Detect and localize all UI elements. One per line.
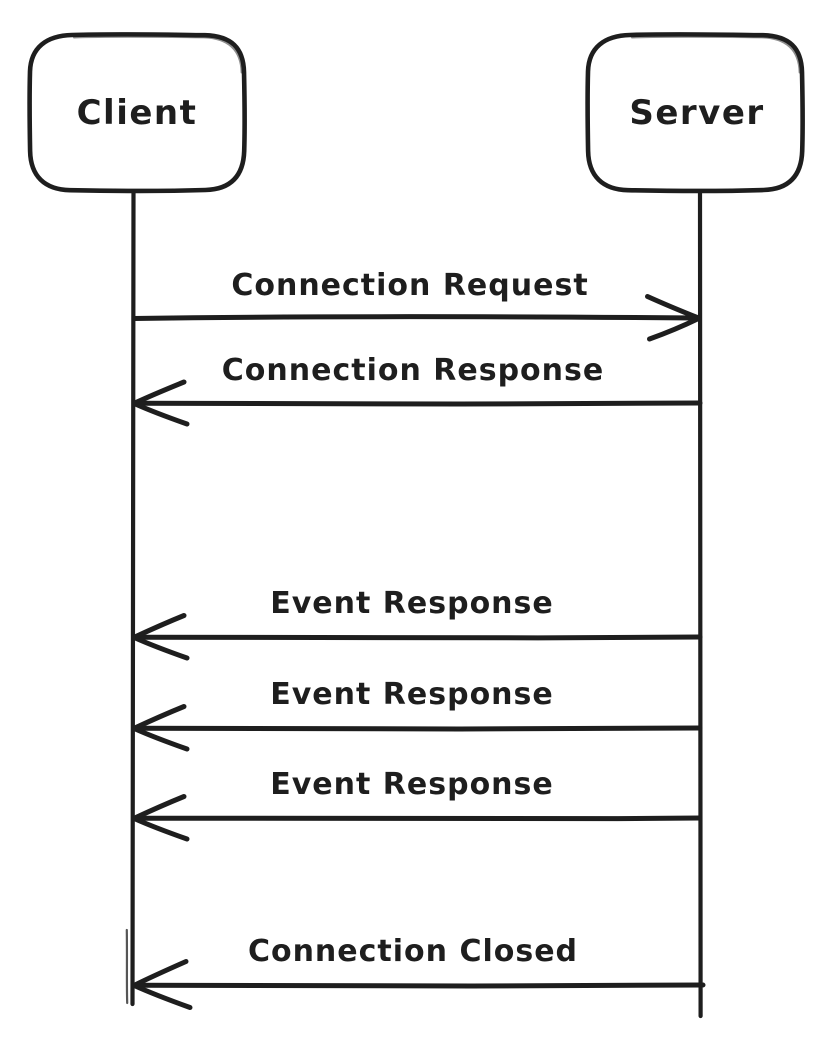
actor-box-server-outline (585, 31, 805, 194)
arrowhead-left-icon (132, 959, 189, 988)
arrowhead-left-icon (132, 379, 187, 406)
message-label: Event Response (270, 767, 554, 802)
message-connection-request (131, 294, 701, 342)
message-line (133, 815, 703, 822)
message-line (133, 725, 703, 732)
arrowhead-left-icon (132, 983, 193, 1010)
arrowhead-right-icon (645, 294, 701, 321)
lifeline-client (125, 186, 136, 1007)
arrowhead-left-icon (132, 613, 187, 640)
message-line (133, 400, 703, 407)
actor-box-server (585, 31, 805, 194)
message-label: Connection Response (222, 353, 604, 388)
message-line (131, 314, 700, 321)
message-event-response-1 (132, 613, 703, 661)
actor-box-server-rough-stroke (631, 35, 801, 74)
actor-box-client (27, 31, 247, 194)
arrowhead-left-icon (132, 704, 187, 731)
arrowhead-left-icon (132, 635, 190, 661)
arrowhead-left-icon (132, 794, 187, 821)
arrowhead-left-icon (132, 816, 190, 842)
message-label: Connection Closed (248, 934, 578, 969)
lifeline-server-line (697, 188, 703, 1019)
actor-box-client-outline (27, 31, 247, 194)
message-connection-closed (132, 959, 706, 1010)
arrowhead-right-icon (647, 316, 701, 342)
message-label: Event Response (270, 677, 554, 712)
message-event-response-2 (132, 704, 703, 752)
lifeline-client-line (130, 186, 136, 1007)
arrowhead-left-icon (132, 726, 190, 752)
message-event-response-3 (132, 794, 703, 842)
message-label: Event Response (270, 586, 554, 621)
lifeline-server (697, 188, 703, 1019)
message-label: Connection Request (231, 268, 588, 303)
message-connection-response (132, 379, 703, 427)
actor-label-server: Server (629, 93, 764, 133)
message-line (133, 982, 706, 989)
actor-label-client: Client (77, 93, 198, 133)
arrowhead-left-icon (132, 401, 190, 427)
actor-box-client-rough-stroke (73, 35, 243, 74)
message-line (133, 634, 703, 641)
